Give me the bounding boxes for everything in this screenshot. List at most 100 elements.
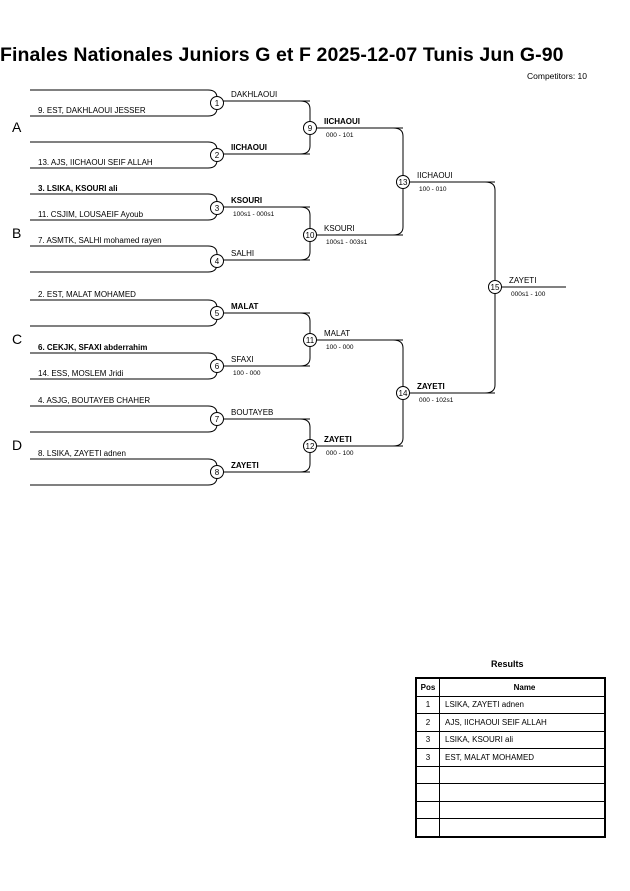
match-number: 11 <box>306 336 315 345</box>
results-pos <box>415 783 440 802</box>
match-score: 100 - 010 <box>419 186 447 193</box>
match-number-circle <box>210 359 224 373</box>
results-header-row: Pos Name <box>415 677 606 697</box>
table-row <box>415 783 606 802</box>
match-number-circle <box>303 228 317 242</box>
winner-name: IICHAOUI <box>324 117 360 126</box>
match-number: 10 <box>306 231 315 240</box>
competitor-name: 13. AJS, IICHAOUI SEIF ALLAH <box>38 158 153 167</box>
results-pos: 3 <box>415 730 440 749</box>
winner-name: IICHAOUI <box>231 143 267 152</box>
match-number: 7 <box>215 415 220 424</box>
results-name: EST, MALAT MOHAMED <box>439 748 606 767</box>
match-number-circle <box>210 201 224 215</box>
match-number: 1 <box>215 99 220 108</box>
match-number-circle <box>210 412 224 426</box>
winner-name: SFAXI <box>231 355 254 364</box>
results-pos <box>415 818 440 837</box>
winner-name: DAKHLAOUI <box>231 90 277 99</box>
results-name <box>439 800 606 819</box>
results-col-name: Name <box>439 677 606 697</box>
match-number-circle <box>303 121 317 135</box>
match-number: 2 <box>215 151 220 160</box>
results-pos <box>415 765 440 784</box>
winner-name: SALHI <box>231 249 254 258</box>
match-number-circle <box>396 175 410 189</box>
competitor-name: 11. CSJIM, LOUSAEIF Ayoub <box>38 210 144 219</box>
match-number-circle <box>210 96 224 110</box>
match-score: 100 - 000 <box>233 370 261 377</box>
match-number: 6 <box>215 362 220 371</box>
winner-name: KSOURI <box>324 224 355 233</box>
match-score: 000s1 - 100 <box>511 291 546 298</box>
results-pos: 3 <box>415 748 440 767</box>
winner-name: KSOURI <box>231 196 262 205</box>
match-number: 3 <box>215 204 220 213</box>
competitor-name: 4. ASJG, BOUTAYEB CHAHER <box>38 396 150 405</box>
match-score: 000 - 100 <box>326 450 354 457</box>
results-name <box>439 783 606 802</box>
pool-label: D <box>12 437 22 453</box>
match-number-circle <box>303 333 317 347</box>
competitor-name: 7. ASMTK, SALHI mohamed rayen <box>38 236 162 245</box>
match-number: 8 <box>215 468 220 477</box>
match-number: 9 <box>308 124 313 133</box>
match-number-circle <box>210 306 224 320</box>
pool-label: A <box>12 119 22 135</box>
competitors-count: Competitors: 10 <box>527 71 587 81</box>
competitor-name: 8. LSIKA, ZAYETI adnen <box>38 449 126 458</box>
table-row <box>415 765 606 784</box>
table-row <box>415 800 606 819</box>
winner-name: ZAYETI <box>417 382 445 391</box>
winner-name: BOUTAYEB <box>231 408 273 417</box>
results-pos: 1 <box>415 695 440 714</box>
match-number-circle <box>210 254 224 268</box>
match-number: 5 <box>215 309 220 318</box>
match-number: 13 <box>399 178 408 187</box>
results-pos: 2 <box>415 713 440 732</box>
match-number-circle <box>488 280 502 294</box>
results-col-pos: Pos <box>415 677 440 697</box>
match-score: 000 - 101 <box>326 132 354 139</box>
results-name: LSIKA, ZAYETI adnen <box>439 695 606 714</box>
match-score: 100s1 - 003s1 <box>326 239 368 246</box>
champion-name: ZAYETI <box>509 276 536 285</box>
results-name <box>439 765 606 784</box>
competitor-name: 6. CEKJK, SFAXI abderrahim <box>38 343 147 352</box>
pool-label: C <box>12 331 22 347</box>
competitor-name: 3. LSIKA, KSOURI ali <box>38 184 118 193</box>
match-number: 12 <box>306 442 315 451</box>
match-number: 15 <box>491 283 500 292</box>
match-number: 14 <box>399 389 408 398</box>
page-title: Finales Nationales Juniors G et F 2025-1… <box>0 44 564 66</box>
results-pos <box>415 800 440 819</box>
winner-name: IICHAOUI <box>417 171 453 180</box>
match-score: 000 - 102s1 <box>419 397 454 404</box>
winner-name: MALAT <box>231 302 259 311</box>
winner-name: MALAT <box>324 329 350 338</box>
match-number-circle <box>210 465 224 479</box>
competitor-name: 9. EST, DAKHLAOUI JESSER <box>38 106 146 115</box>
table-row <box>415 818 606 837</box>
results-name: LSIKA, KSOURI ali <box>439 730 606 749</box>
competitor-name: 14. ESS, MOSLEM Jridi <box>38 369 124 378</box>
results-name: AJS, IICHAOUI SEIF ALLAH <box>439 713 606 732</box>
winner-name: ZAYETI <box>231 461 259 470</box>
match-number: 4 <box>215 257 220 266</box>
match-number-circle <box>396 386 410 400</box>
results-title: Results <box>491 659 524 669</box>
results-name <box>439 818 606 837</box>
match-score: 100 - 000 <box>326 344 354 351</box>
competitor-name: 2. EST, MALAT MOHAMED <box>38 290 136 299</box>
match-number-circle <box>303 439 317 453</box>
winner-name: ZAYETI <box>324 435 352 444</box>
match-number-circle <box>210 148 224 162</box>
match-score: 100s1 - 000s1 <box>233 211 275 218</box>
pool-label: B <box>12 225 21 241</box>
